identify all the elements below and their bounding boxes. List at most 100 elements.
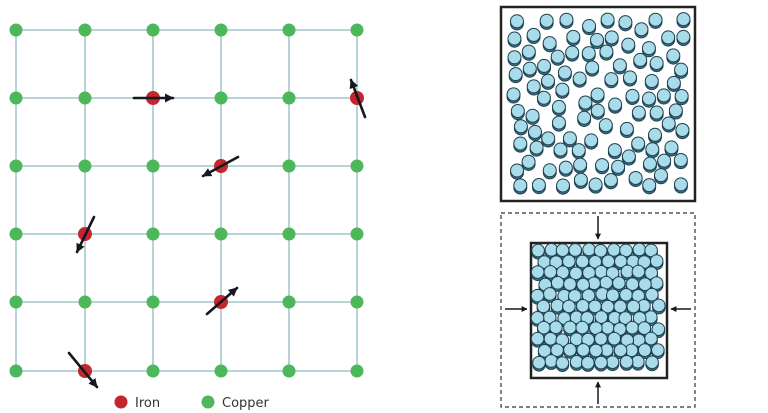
gas-sphere [565,45,580,62]
compressed-sphere [619,243,633,260]
gas-sphere [595,158,610,175]
gas-sphere [599,44,614,61]
compressed-sphere [544,243,559,259]
gas-sphere [657,153,672,170]
gas-sphere [536,90,551,107]
gas-sphere [604,72,619,89]
compressed-sphere [645,355,659,372]
compressed-panel [500,212,696,408]
compressed-sphere [582,242,596,259]
compressed-sphere [543,287,557,303]
legend-copper-label: Copper [222,396,270,411]
gas-sphere [590,87,605,104]
spin-arrow [201,155,240,178]
spin-arrow [75,215,96,254]
copper-atom [282,91,296,105]
compressed-sphere [644,331,658,348]
gas-sphere [621,37,636,54]
gas-sphere [578,95,593,112]
gas-sphere [642,156,657,173]
gas-sphere [537,58,552,76]
compressed-sphere [543,265,558,281]
copper-atom [146,227,160,241]
gas-sphere [585,60,600,77]
copper-atom [146,23,160,37]
copper-atom [214,364,228,378]
copper-atom [78,295,92,309]
gas-sphere [603,173,618,190]
gas-sphere [541,73,556,90]
compressed-sphere [649,254,664,270]
compressed-sphere [532,355,546,372]
compressed-sphere [632,242,647,259]
gas-sphere [521,154,536,171]
copper-atom [214,227,228,241]
lattice-atoms [9,23,364,378]
compressed-sphere [619,355,634,371]
gas-sphere [588,177,603,194]
gas-sphere [645,142,660,159]
compression-arrows [505,216,691,404]
gas-sphere [507,50,522,67]
compressed-sphere [652,298,666,315]
gas-sphere [649,56,664,73]
compressed-sphere [612,276,626,293]
copper-atom [78,23,92,37]
compressed-sphere [599,343,614,360]
gas-sphere [641,41,656,58]
copper-atom [282,295,296,309]
spin-arrow [205,286,239,316]
gas-sphere [633,52,648,70]
gas-sphere [600,12,615,29]
gas-sphere [541,131,556,148]
gas-sphere [555,178,570,195]
gas-sphere [644,73,659,91]
compressed-sphere [581,356,595,372]
gas-sphere [529,140,544,157]
alloy-lattice [9,23,367,389]
gas-sphere [581,46,596,63]
gas-sphere [631,136,646,153]
gas-sphere [619,121,634,139]
gas-sphere [612,58,627,75]
compressed-sphere [594,355,608,372]
gas-sphere [648,127,663,144]
gas-sphere [590,32,605,49]
gas-sphere [531,178,546,195]
gas-sphere [666,48,681,65]
gas-sphere [551,99,566,117]
copper-atom [146,295,160,309]
compressed-sphere [531,243,545,260]
gas-sphere [559,12,574,29]
compressed-sphere [576,299,590,315]
gas-sphere [542,36,557,53]
gas-sphere [676,29,691,47]
gas-sphere [661,30,676,47]
gas-sphere [510,103,525,121]
lattice-grid-lines [15,29,358,372]
copper-atom [282,364,296,378]
copper-atom [282,23,296,37]
gas-sphere [634,22,649,39]
gas-sphere [673,153,688,170]
copper-atom [214,23,228,37]
gas-sphere [590,103,605,120]
gas-spheres [506,12,691,195]
gas-sphere [539,13,554,30]
compressed-sphere [631,264,646,281]
gas-sphere [509,14,524,31]
compressed-sphere [569,355,584,371]
gas-sphere [641,91,656,108]
gas-sphere [557,65,572,82]
compressed-sphere [601,254,616,271]
copper-atom [78,91,92,105]
gas-sphere [604,30,619,47]
gas-sphere [521,44,536,61]
gas-sphere [571,143,586,160]
gas-sphere [507,31,522,48]
copper-atom [146,159,160,173]
gas-sphere [649,105,664,122]
gas-sphere [573,157,588,174]
compressed-sphere [530,331,545,348]
gas-sphere [664,140,679,157]
